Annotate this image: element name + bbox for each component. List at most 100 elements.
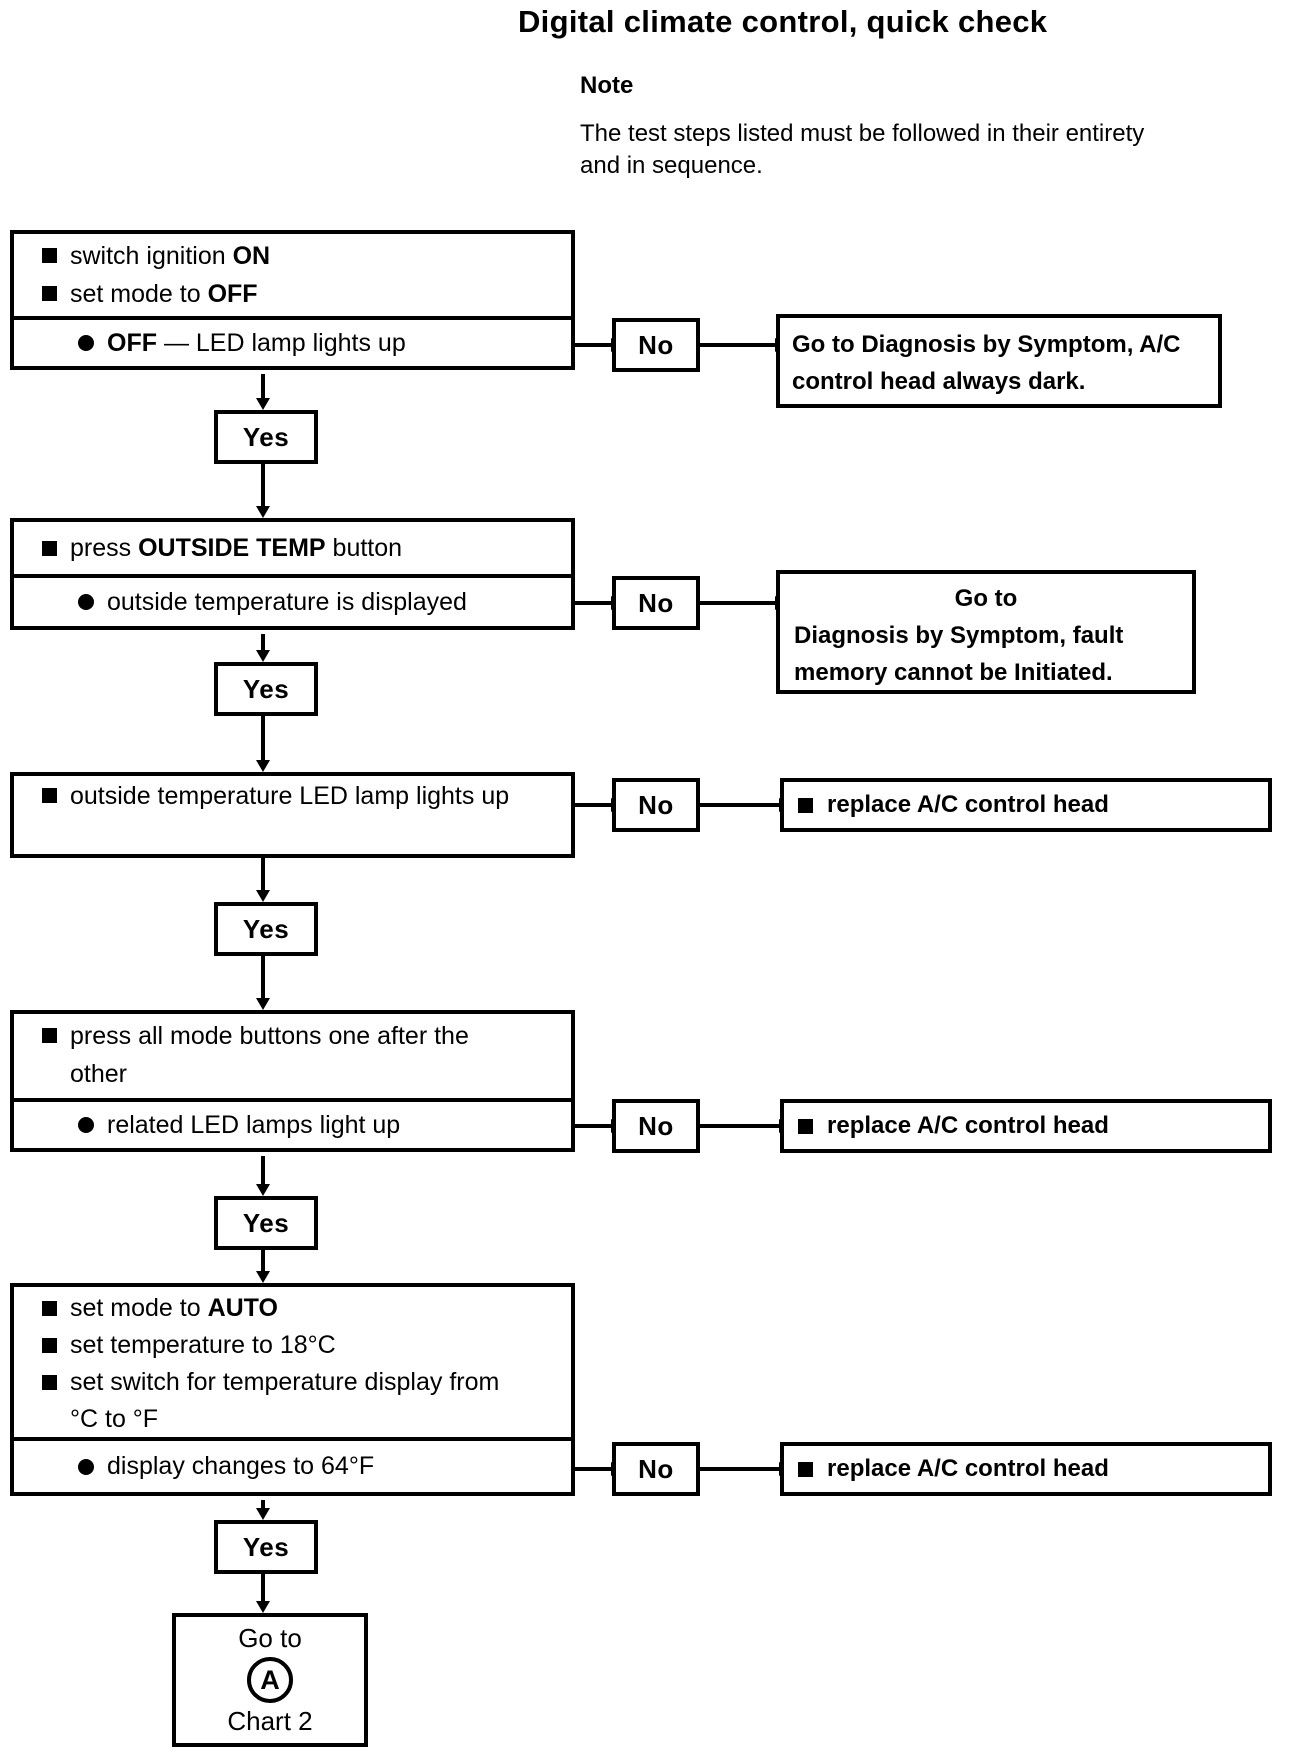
text-segment: press all mode buttons one after the oth… [70, 1022, 469, 1088]
step3-box: outside temperature LED lamp lights up [10, 772, 575, 858]
no-result-line2: Diagnosis by Symptom, fault memory canno… [794, 622, 1124, 686]
text-segment: outside temperature LED lamp lights up [70, 782, 510, 810]
step4-no-result-box: replace A/C control head [780, 1099, 1272, 1153]
step4-check: related LED lamps light up [14, 1098, 571, 1148]
action-line: switch ignition ON [42, 237, 563, 275]
step1-actions: switch ignition ON set mode to OFF [14, 234, 571, 316]
step4-action: press all mode buttons one after the oth… [14, 1014, 571, 1098]
dot-bullet-icon [78, 594, 94, 610]
no-result-text: replace A/C control head [827, 1112, 1109, 1139]
action-text: set switch for temperature display from … [70, 1364, 520, 1438]
arrow-down [256, 858, 270, 902]
check-text: outside temperature LED lamp lights up [70, 777, 509, 815]
step5-check: display changes to 64°F [14, 1437, 571, 1492]
goto-chart2-box: Go to A Chart 2 [172, 1613, 368, 1747]
action-line: press all mode buttons one after the oth… [42, 1017, 563, 1093]
arrow-right [575, 1462, 623, 1476]
text-segment: set mode to [70, 1294, 208, 1322]
arrow-right [575, 596, 623, 610]
yes-box-step4: Yes [214, 1196, 318, 1250]
text-segment-bold: OFF [107, 328, 157, 357]
no-box-step3: No [612, 778, 700, 832]
step1-box: switch ignition ON set mode to OFF OFF —… [10, 230, 575, 370]
text-segment: press [70, 533, 139, 562]
yes-label: Yes [242, 673, 290, 704]
arrow-right [700, 338, 787, 352]
text-segment: button [325, 533, 403, 562]
arrow-down [256, 716, 270, 772]
square-bullet-icon [42, 1338, 57, 1353]
no-result-line1: Go to [954, 585, 1018, 612]
step3-no-result-box: replace A/C control head [780, 778, 1272, 832]
check-text: display changes to 64°F [107, 1452, 374, 1481]
square-bullet-icon [42, 286, 57, 301]
dot-bullet-icon [78, 1458, 94, 1475]
step5-actions: set mode to AUTO set temperature to 18°C… [14, 1287, 571, 1437]
action-text: set mode to OFF [70, 275, 258, 313]
text-segment-bold: AUTO [207, 1294, 278, 1322]
arrow-right [575, 1119, 623, 1133]
text-segment-bold: OUTSIDE TEMP [138, 533, 326, 562]
text-segment: switch ignition [70, 242, 233, 270]
step5-box: set mode to AUTO set temperature to 18°C… [10, 1283, 575, 1496]
yes-label: Yes [242, 1531, 290, 1562]
square-bullet-icon [42, 1301, 57, 1316]
arrow-right [700, 596, 787, 610]
square-bullet-icon [42, 1028, 57, 1043]
square-bullet-icon [798, 1461, 813, 1477]
action-text: press all mode buttons one after the oth… [70, 1017, 520, 1093]
arrow-down [256, 956, 270, 1010]
arrow-right [575, 338, 623, 352]
no-label: No [638, 1453, 674, 1484]
step2-box: press OUTSIDE TEMP button outside temper… [10, 518, 575, 630]
check-text: OFF — LED lamp lights up [107, 329, 406, 358]
yes-box-step5: Yes [214, 1520, 318, 1574]
yes-label: Yes [242, 1207, 290, 1238]
arrow-down [256, 1250, 270, 1283]
text-segment: related LED lamps light up [107, 1110, 401, 1139]
yes-box-step1: Yes [214, 410, 318, 464]
no-label: No [638, 587, 674, 618]
no-label: No [638, 1110, 674, 1141]
step2-action: press OUTSIDE TEMP button [14, 522, 571, 574]
no-result-text: replace A/C control head [827, 791, 1109, 818]
no-result-text: Go to Diagnosis by Symptom, A/C control … [792, 331, 1181, 395]
action-text: switch ignition ON [70, 237, 270, 275]
goto-label: Go to [238, 1623, 302, 1653]
text-segment: outside temperature is displayed [107, 587, 467, 616]
text-segment-bold: OFF [207, 280, 258, 308]
no-box-step2: No [612, 576, 700, 630]
yes-box-step2: Yes [214, 662, 318, 716]
no-label: No [638, 789, 674, 820]
arrow-right [575, 798, 623, 812]
no-box-step4: No [612, 1099, 700, 1153]
no-label: No [638, 329, 674, 360]
yes-box-step3: Yes [214, 902, 318, 956]
step4-box: press all mode buttons one after the oth… [10, 1010, 575, 1152]
text-segment: — LED lamp lights up [157, 328, 406, 357]
check-text: related LED lamps light up [107, 1111, 400, 1140]
no-box-step5: No [612, 1442, 700, 1496]
action-line: set temperature to 18°C [42, 1327, 563, 1364]
dot-bullet-icon [78, 1117, 94, 1133]
arrow-right [700, 1119, 791, 1133]
arrow-down [256, 1574, 270, 1613]
arrow-down [256, 1500, 270, 1520]
step1-no-result-box: Go to Diagnosis by Symptom, A/C control … [776, 314, 1222, 408]
no-result-text: replace A/C control head [827, 1455, 1109, 1482]
dot-bullet-icon [78, 335, 94, 351]
check-line: outside temperature LED lamp lights up [42, 777, 563, 815]
check-text: outside temperature is displayed [107, 588, 467, 617]
step2-check: outside temperature is displayed [14, 574, 571, 626]
step1-check: OFF — LED lamp lights up [14, 316, 571, 366]
yes-label: Yes [242, 913, 290, 944]
text-segment: display changes to 64°F [107, 1452, 375, 1480]
step3-check: outside temperature LED lamp lights up [14, 776, 571, 854]
action-text: set temperature to 18°C [70, 1327, 336, 1364]
text-segment: set temperature to 18°C [70, 1331, 336, 1359]
text-segment: set switch for temperature display from … [70, 1368, 500, 1433]
connector-a-letter: A [260, 1664, 280, 1695]
note-label: Note [580, 72, 634, 99]
action-line: set switch for temperature display from … [42, 1364, 563, 1438]
